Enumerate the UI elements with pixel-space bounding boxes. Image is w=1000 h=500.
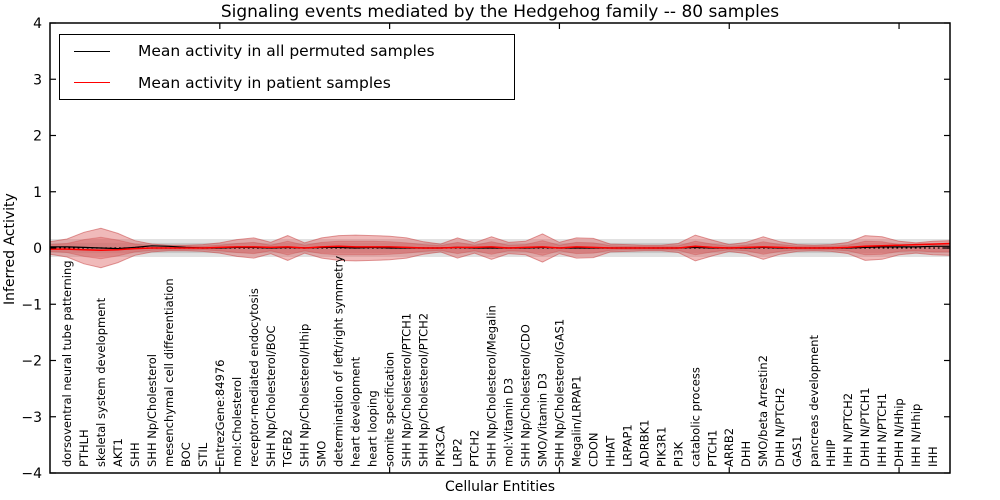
legend-item-permuted: Mean activity in all permuted samples [60, 36, 514, 66]
x-tick-label: AKT1 [111, 438, 125, 467]
x-tick-label: SHH Np/Cholesterol [145, 354, 159, 467]
x-tick-label: DHH N/PTCH1 [858, 387, 872, 467]
y-tick-label: −2 [21, 354, 42, 370]
x-tick-label: SHH Np/Cholesterol/CDO [519, 324, 533, 467]
x-tick-label: SHH Np/Cholesterol/PTCH2 [417, 313, 431, 467]
x-tick-label: SMO [315, 441, 329, 467]
x-tick-label: heart development [349, 356, 363, 467]
x-tick-label: SHH Np/Cholesterol/Hhip [298, 324, 312, 467]
x-tick-label: catabolic process [688, 367, 702, 467]
legend-label-patient: Mean activity in patient samples [138, 73, 391, 92]
x-tick-label: mesenchymal cell differentiation [162, 278, 176, 467]
x-tick-label: receptor-mediated endocytosis [247, 288, 261, 467]
x-tick-label: somite specification [383, 352, 397, 467]
y-tick-label: 0 [33, 241, 42, 257]
y-tick-label: −4 [21, 466, 42, 482]
x-tick-label: pancreas development [807, 334, 821, 467]
y-tick-label: −1 [21, 297, 42, 313]
y-tick-label: 4 [33, 16, 42, 32]
patient-line-swatch [74, 82, 110, 84]
y-tick-label: 1 [33, 185, 42, 201]
patient-mean-line [50, 242, 951, 252]
x-tick-label: EntrezGene:84976 [213, 360, 227, 467]
x-axis-label: Cellular Entities [444, 479, 556, 495]
x-tick-label: mol:Vitamin D3 [502, 378, 516, 467]
legend-label-permuted: Mean activity in all permuted samples [138, 42, 435, 61]
x-tick-label: SHH Np/Cholesterol/PTCH1 [400, 313, 414, 467]
x-tick-label: PTCH2 [468, 430, 482, 467]
x-tick-label: BOC [179, 442, 193, 467]
y-tick-label: 2 [33, 129, 42, 145]
x-tick-label: LRPAP1 [620, 424, 634, 467]
x-tick-label: HHIP [824, 439, 838, 467]
x-tick-label: IHH N/PTCH1 [875, 393, 889, 467]
y-tick-label: 3 [33, 72, 42, 88]
x-tick-label: PTHLH [77, 429, 91, 467]
x-tick-label: SHH Np/Cholesterol/BOC [264, 325, 278, 467]
x-tick-label: PIK3R1 [654, 427, 668, 468]
x-tick-label: IHH N/Hhip [909, 404, 923, 467]
x-tick-label: skeletal system development [94, 297, 108, 467]
x-tick-label: STIL [196, 442, 210, 467]
x-tick-label: Megalin/LRPAP1 [569, 375, 583, 467]
x-tick-label: GAS1 [790, 436, 804, 467]
x-tick-label: DHH N/Hhip [892, 398, 906, 467]
x-tick-label: dorsoventral neural tube patterning [60, 260, 74, 467]
x-tick-label: SMO/Vitamin D3 [536, 373, 550, 467]
x-tick-label: DHH N/PTCH2 [773, 387, 787, 467]
x-tick-label: SHH [128, 442, 142, 467]
x-tick-label: PI3K [671, 441, 685, 467]
x-tick-label: HHAT [603, 435, 617, 467]
x-tick-label: CDON [586, 432, 600, 467]
x-tick-label: determination of left/right symmetry [332, 256, 346, 467]
legend-item-patient: Mean activity in patient samples [60, 68, 514, 98]
x-tick-label: ADRBK1 [637, 420, 651, 467]
x-tick-label: LRP2 [451, 438, 465, 467]
y-tick-label: −3 [21, 410, 42, 426]
x-tick-label: TGFB2 [281, 429, 295, 468]
x-tick-label: IHH [926, 446, 940, 467]
x-tick-label: SHH Np/Cholesterol/Megalin [485, 305, 499, 467]
chart-title: Signaling events mediated by the Hedgeho… [220, 2, 780, 22]
x-tick-label: DHH [739, 441, 753, 467]
x-tick-label: heart looping [366, 390, 380, 467]
legend: Mean activity in all permuted samples Me… [59, 34, 515, 100]
permuted-line-swatch [74, 50, 110, 52]
x-tick-label: SHH Np/Cholesterol/GAS1 [552, 319, 566, 467]
x-tick-label: PIK3CA [434, 426, 448, 467]
x-tick-label: SMO/beta Arrestin2 [756, 355, 770, 467]
x-tick-label: mol:Cholesterol [230, 377, 244, 467]
x-tick-label: PTCH1 [705, 430, 719, 467]
x-tick-label: ARRB2 [722, 428, 736, 467]
x-tick-label: IHH N/PTCH2 [841, 393, 855, 467]
